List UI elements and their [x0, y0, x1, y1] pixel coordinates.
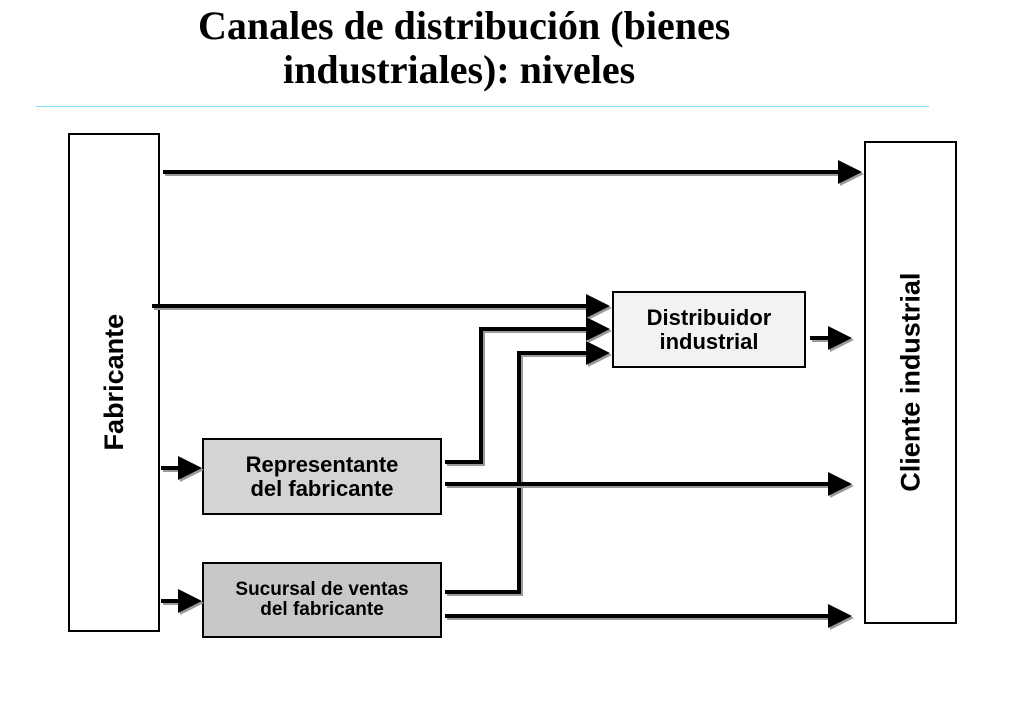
sucursal-label-line-2: del fabricante — [260, 599, 384, 620]
distribuidor-label-line-2: industrial — [659, 328, 759, 354]
page-title: Canales de distribución (bienes industri… — [0, 4, 1024, 92]
representante-box: Representante del fabricante — [202, 438, 442, 515]
arrow-sucursal-to-distribuidor — [445, 341, 612, 596]
arrow-representante-to-distribuidor — [445, 317, 612, 466]
fabricante-box: Fabricante — [68, 133, 160, 632]
sucursal-box: Sucursal de ventas del fabricante — [202, 562, 442, 638]
title-line-1: Canales de distribución (bienes — [198, 3, 731, 48]
arrow-fabricante-to-sucursal — [161, 589, 204, 615]
arrow-sucursal-to-cliente — [445, 604, 854, 630]
distribuidor-label-line-1: Distribuidor — [646, 305, 772, 331]
title-underline — [36, 106, 929, 107]
representante-label-line-2: del fabricante — [250, 475, 394, 501]
representante-label-line-1: Representante — [245, 452, 399, 478]
cliente-industrial-box: Cliente industrial — [864, 141, 957, 624]
distribuidor-industrial-box: Distribuidor industrial — [612, 291, 806, 368]
sucursal-label-line-1: Sucursal de ventas — [235, 579, 409, 601]
arrow-fabricante-to-cliente — [163, 160, 864, 186]
arrow-distribuidor-to-cliente — [810, 326, 854, 352]
arrow-fabricante-to-representante — [161, 456, 204, 482]
title-line-2: industriales): niveles — [283, 47, 636, 92]
arrow-representante-to-cliente — [445, 472, 854, 498]
arrow-fabricante-to-distribuidor — [152, 294, 612, 320]
